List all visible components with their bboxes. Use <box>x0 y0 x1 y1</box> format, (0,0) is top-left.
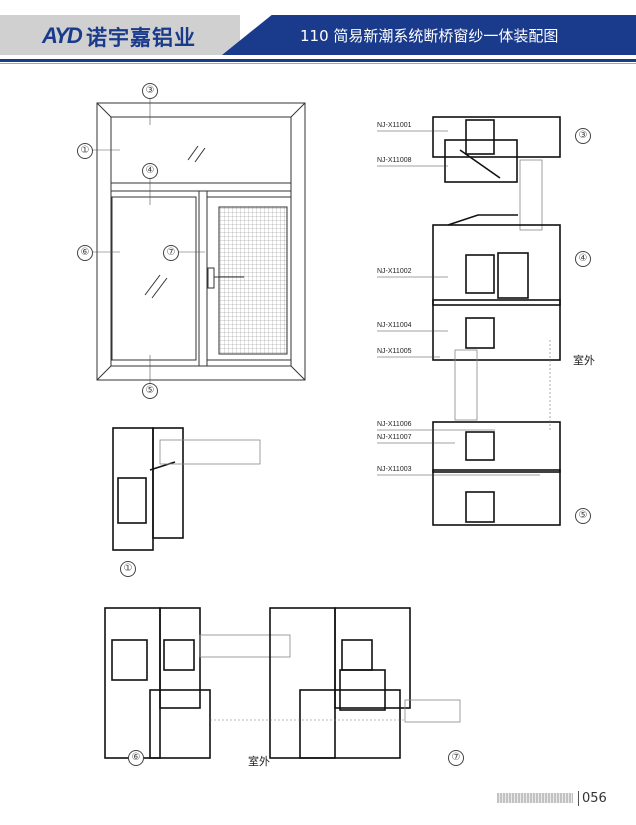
header-gray-band <box>0 15 240 55</box>
code-label: NJ-X11006 <box>377 421 412 428</box>
brand-name: 诺宇嘉铝业 <box>86 26 196 50</box>
code-label: NJ-X11008 <box>377 157 412 164</box>
elevation-leaders <box>92 98 205 383</box>
code-label: NJ-X11002 <box>377 268 412 275</box>
header-divider <box>0 59 636 62</box>
label-4: ④ <box>142 163 158 179</box>
label-7: ⑦ <box>163 245 179 261</box>
header-blue-band <box>222 15 636 55</box>
label-6: ⑥ <box>77 245 93 261</box>
section-label-4: ④ <box>575 251 591 267</box>
window-elevation <box>96 102 306 381</box>
outdoor-label: 室外 <box>573 354 595 367</box>
label-3: ③ <box>142 83 158 99</box>
outdoor-label-bottom: 室外 <box>248 755 270 768</box>
code-label: NJ-X11007 <box>377 434 412 441</box>
section-6 <box>104 607 291 759</box>
code-label: NJ-X11005 <box>377 348 412 355</box>
label-5: ⑤ <box>142 383 158 399</box>
section-1 <box>112 427 261 551</box>
code-label: NJ-X11001 <box>377 122 412 129</box>
section-label-1: ① <box>120 561 136 577</box>
footer-fine-print <box>497 793 573 803</box>
label-1: ① <box>77 143 93 159</box>
section-label-5: ⑤ <box>575 508 591 524</box>
section-label-3: ③ <box>575 128 591 144</box>
vertical-section <box>432 116 561 526</box>
logo-mark: AYD <box>42 23 83 48</box>
code-label: NJ-X11003 <box>377 466 412 473</box>
page-number: 056 <box>578 791 607 806</box>
section-7 <box>210 607 461 759</box>
code-label: NJ-X11004 <box>377 322 412 329</box>
section-label-7: ⑦ <box>448 750 464 766</box>
section-label-6: ⑥ <box>128 750 144 766</box>
header-divider-thin <box>0 63 636 64</box>
page-title: 110 简易新潮系统断桥窗纱一体装配图 <box>300 27 559 45</box>
code-leaders <box>377 130 540 476</box>
